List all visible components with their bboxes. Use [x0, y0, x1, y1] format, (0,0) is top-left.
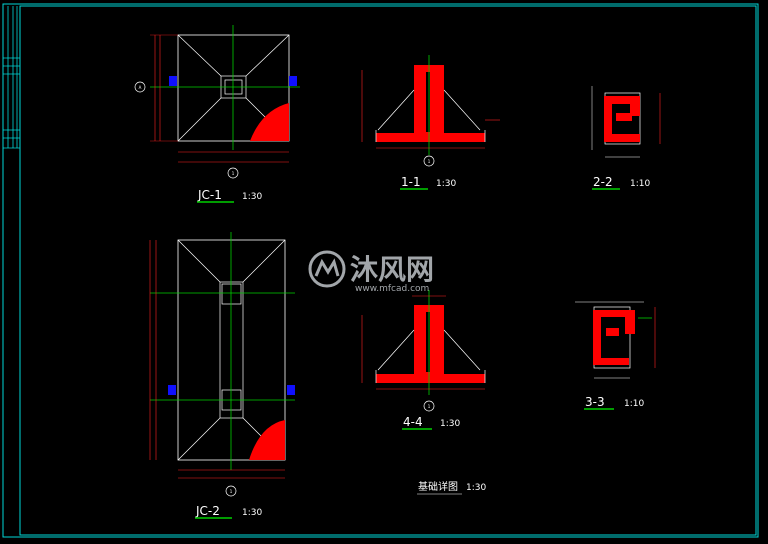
- s44-scale: 1:30: [440, 419, 460, 429]
- jc1-axis-bubble-a: [134, 81, 146, 93]
- binding-strip: [3, 6, 20, 149]
- section-2-2: [591, 86, 661, 158]
- jc1-column-mark-right: [289, 76, 297, 86]
- watermark-logo-icon: [308, 250, 346, 288]
- jc1-column-mark-left: [169, 76, 177, 86]
- jc1-plan: A 1: [134, 25, 300, 179]
- outer-border: [2, 3, 759, 538]
- s44-axis-1-label: 1: [428, 404, 431, 409]
- jc2-scale: 1:30: [242, 508, 262, 518]
- jc1-axis-a-label: A: [139, 85, 142, 90]
- jc2-plan: 1: [149, 232, 295, 497]
- s44-title: 4-4: [403, 415, 423, 429]
- sheet-title: 基础详图: [418, 480, 458, 493]
- s22-scale: 1:10: [630, 179, 650, 189]
- s22-title: 2-2: [593, 175, 613, 189]
- inner-border: [19, 5, 757, 536]
- jc1-rebar-corner: [250, 103, 289, 141]
- s11-title: 1-1: [401, 175, 421, 189]
- section-4-4: 1: [361, 290, 486, 412]
- watermark-url: www.mfcad.com: [355, 284, 429, 294]
- s11-axis-1-label: 1: [428, 159, 431, 164]
- jc2-column-mark-left: [168, 385, 176, 395]
- jc1-axis-1-label: 1: [232, 171, 235, 176]
- jc2-rebar-corner: [249, 420, 285, 460]
- s33-title: 3-3: [585, 395, 605, 409]
- watermark-text: 沐风网: [350, 253, 434, 286]
- jc1-axis-bubble-1: [227, 167, 239, 179]
- jc2-axis-1-label: 1: [230, 489, 233, 494]
- watermark: 沐风网 www.mfcad.com: [308, 250, 434, 294]
- jc2-column-mark-right: [287, 385, 295, 395]
- jc1-scale: 1:30: [242, 192, 262, 202]
- s11-scale: 1:30: [436, 179, 456, 189]
- sheet-scale: 1:30: [466, 483, 486, 493]
- section-1-1: 1: [361, 55, 500, 167]
- s33-scale: 1:10: [624, 399, 644, 409]
- section-3-3: [575, 301, 656, 379]
- jc1-title: JC-1: [197, 188, 222, 202]
- jc2-title: JC-2: [195, 504, 220, 518]
